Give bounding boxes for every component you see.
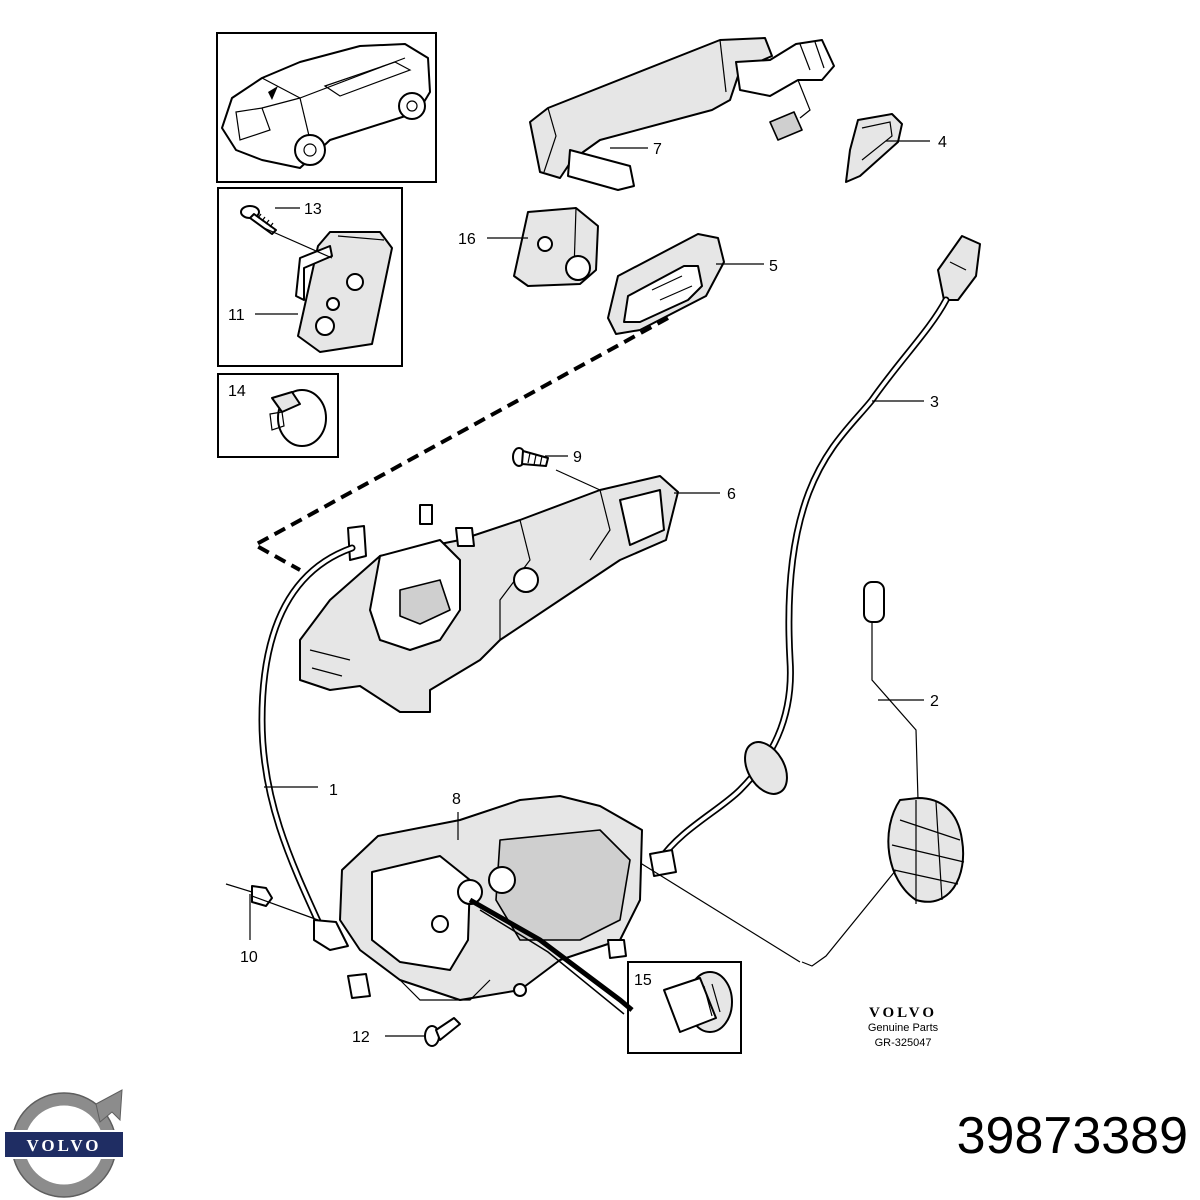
diagram-brand-block: VOLVO Genuine Parts GR-325047 xyxy=(868,1005,939,1049)
connector-15-icon xyxy=(663,971,733,1033)
callout-1: 1 xyxy=(329,782,338,799)
door-handle-7-icon xyxy=(529,37,835,191)
trim-cover-4-icon xyxy=(845,113,903,183)
inset-box-screw-and-cover xyxy=(217,187,403,367)
leader-lines xyxy=(249,140,930,1037)
diagram-reference: GR-325047 xyxy=(875,1037,932,1049)
screw-13-icon xyxy=(240,205,277,235)
callout-7: 7 xyxy=(653,141,662,158)
vehicle-icon xyxy=(221,43,431,169)
callout-2: 2 xyxy=(930,693,939,710)
handle-carrier-6-icon xyxy=(299,475,679,713)
callout-4: 4 xyxy=(938,134,947,151)
logo-brand-name: VOLVO xyxy=(26,1136,101,1155)
callout-3: 3 xyxy=(930,394,939,411)
rod-3-icon xyxy=(649,235,981,877)
assembly-dash-line xyxy=(250,316,669,572)
gasket-5-icon xyxy=(607,233,725,335)
vehicle-overview-inset xyxy=(216,32,437,183)
cover-plate-11-icon xyxy=(295,231,393,353)
callout-13: 13 xyxy=(304,201,322,218)
inset-box-cap xyxy=(217,373,339,458)
part-number: 39873389 xyxy=(956,1107,1188,1165)
diagram-brand-name: VOLVO xyxy=(869,1005,937,1021)
inset-box-connector xyxy=(627,961,742,1054)
callout-10: 10 xyxy=(240,949,258,966)
screw-12-icon xyxy=(424,1017,461,1047)
callout-15: 15 xyxy=(634,972,652,989)
callout-6: 6 xyxy=(727,486,736,503)
pin-10-icon xyxy=(225,883,273,907)
callout-12: 12 xyxy=(352,1029,370,1046)
callout-11: 11 xyxy=(228,307,245,324)
callout-5: 5 xyxy=(769,258,778,275)
volvo-iron-mark-logo: VOLVO xyxy=(3,1089,125,1198)
callout-labels: 1 2 3 4 5 6 7 8 9 10 11 12 13 14 15 16 xyxy=(228,134,947,1046)
diagram-brand-tagline: Genuine Parts xyxy=(868,1022,939,1034)
callout-14: 14 xyxy=(228,383,246,400)
lock-body-8-icon xyxy=(339,795,643,1015)
cable-1-icon xyxy=(258,544,356,951)
screw-9-icon xyxy=(512,447,549,467)
callout-8: 8 xyxy=(452,791,461,808)
cap-14-icon xyxy=(269,389,327,447)
callout-9: 9 xyxy=(573,449,582,466)
lock-housing-16-icon xyxy=(513,207,599,287)
callout-16: 16 xyxy=(458,231,476,248)
